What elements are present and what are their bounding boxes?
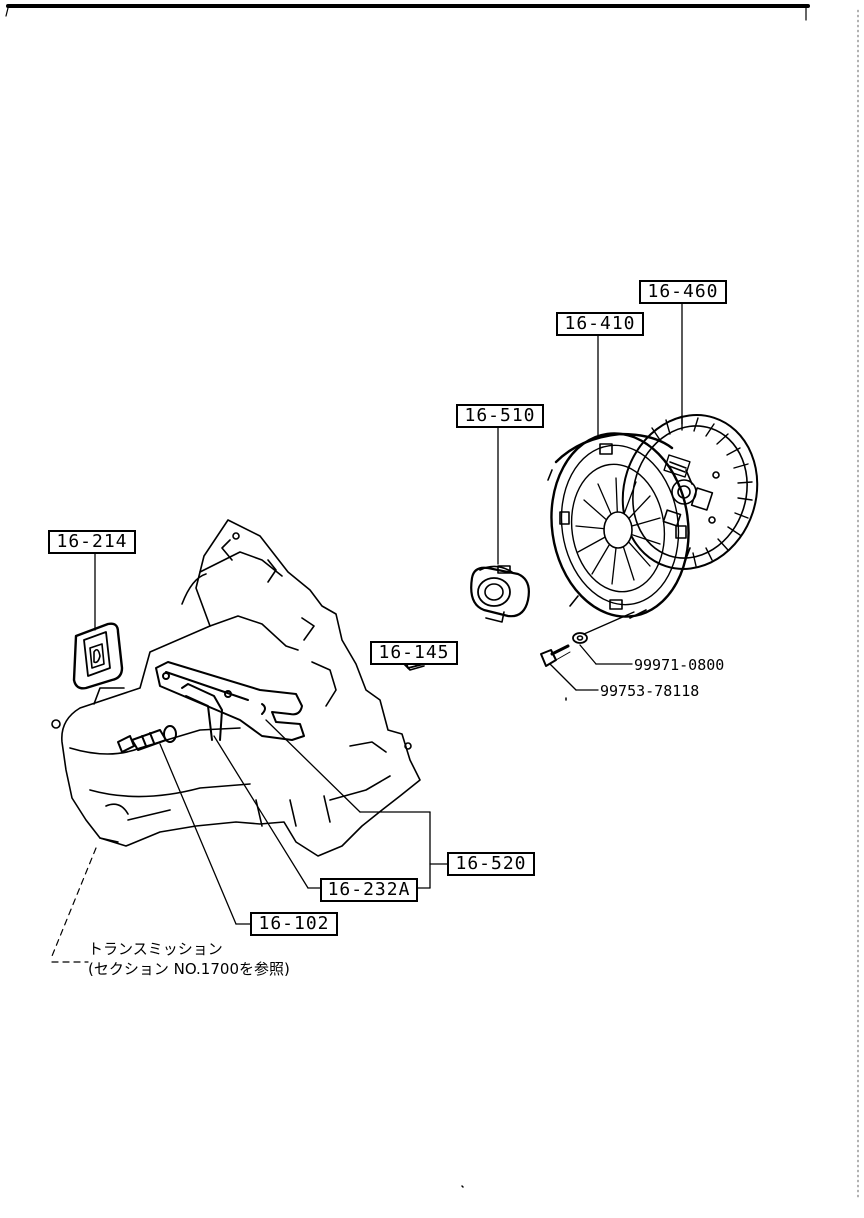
callout-16-145: 16-145 (370, 641, 458, 665)
pivot-pin-drawing (117, 725, 177, 753)
stray-mark (461, 1185, 464, 1188)
callout-16-214: 16-214 (48, 530, 136, 554)
page-frame (5, 4, 859, 1201)
clutch-cover-drawing (547, 432, 693, 619)
callout-16-520: 16-520 (447, 852, 535, 876)
callout-16-460: 16-460 (639, 280, 727, 304)
release-bearing-drawing (470, 565, 530, 623)
callout-16-410: 16-410 (556, 312, 644, 336)
transmission-note-line1: トランスミッション (88, 940, 223, 958)
part-number-washer: 99971-0800 (634, 656, 725, 674)
part-number-bolt: 99753-78118 (600, 682, 700, 700)
callout-16-232A: 16-232A (320, 878, 418, 902)
reference-dashed-line (51, 847, 97, 963)
callout-16-510: 16-510 (456, 404, 544, 428)
boot-drawing (72, 622, 124, 690)
spring-clip-drawing (181, 683, 223, 741)
callout-16-102: 16-102 (250, 912, 338, 936)
clutch-disc-drawing (621, 414, 759, 570)
bolt-washer-drawing (540, 632, 588, 667)
transmission-housing-drawing (51, 519, 421, 857)
release-fork-drawing (155, 661, 305, 741)
transmission-note-line2: (セクション NO.1700を参照) (88, 960, 290, 978)
leader-lines (94, 302, 683, 925)
